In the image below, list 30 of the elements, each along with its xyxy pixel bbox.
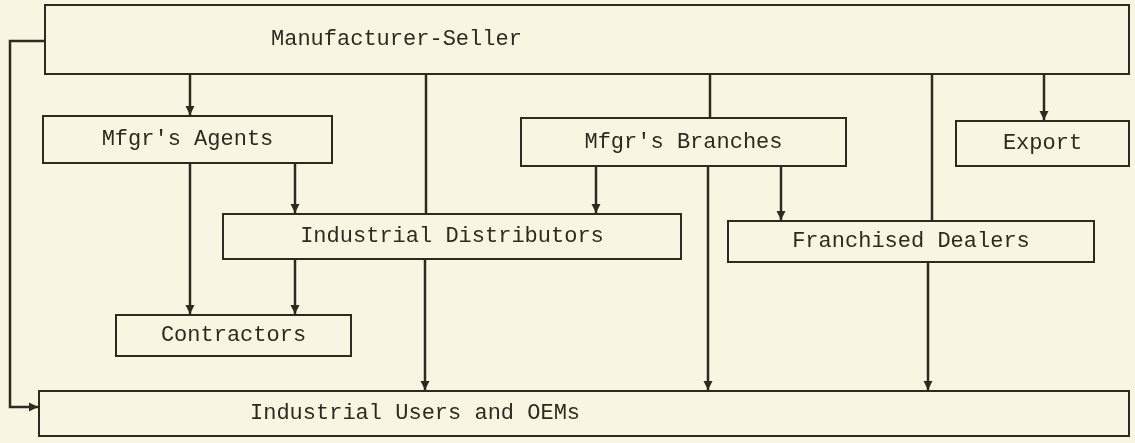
connector-line — [424, 75, 428, 213]
arrow — [185, 164, 195, 314]
arrow — [1039, 75, 1049, 120]
box-label: Industrial Distributors — [300, 224, 604, 249]
arrow — [776, 167, 786, 220]
arrow — [290, 260, 300, 314]
process-box — [38, 390, 1130, 437]
connector-line — [708, 75, 712, 117]
box-label: Contractors — [160, 323, 307, 348]
process-box — [42, 115, 333, 164]
arrow — [923, 263, 933, 390]
arrow — [8, 39, 44, 412]
process-box — [727, 220, 1095, 263]
box-label: Industrial Users and OEMs — [250, 401, 581, 426]
process-box — [955, 120, 1130, 167]
box-label: Mfgr's Branches — [584, 129, 783, 155]
box-label: Franchised Dealers — [792, 229, 1030, 254]
process-box — [44, 4, 1130, 75]
arrow — [185, 75, 195, 115]
process-box — [222, 213, 682, 260]
process-box — [520, 117, 847, 167]
box-label: Manufacturer-Seller — [271, 27, 522, 52]
box-label: Mfgr's Agents — [101, 127, 274, 152]
box-label: Export — [1002, 131, 1083, 156]
arrow — [591, 167, 601, 213]
arrow — [290, 164, 300, 213]
arrow — [703, 167, 713, 390]
arrow — [420, 260, 430, 390]
process-box — [115, 314, 352, 357]
connector-line — [930, 75, 934, 220]
